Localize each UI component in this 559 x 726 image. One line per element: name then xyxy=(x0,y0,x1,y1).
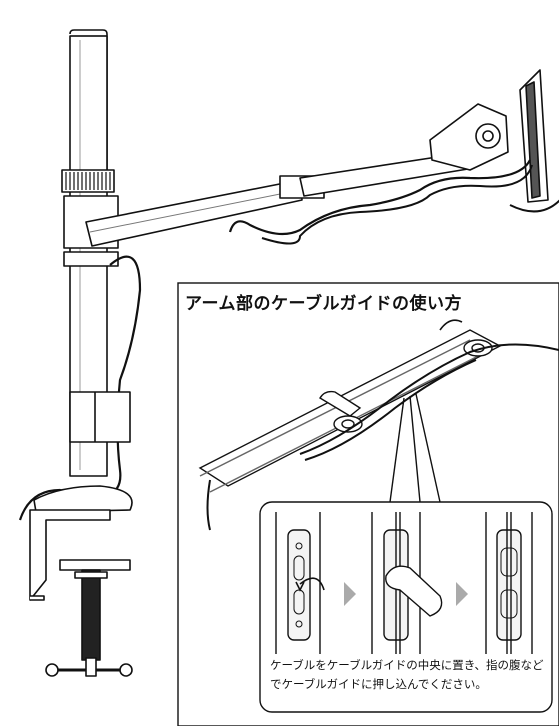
pole-cable-clip xyxy=(69,391,131,443)
step-1-guide xyxy=(275,512,325,654)
inset-title: アーム部のケーブルガイドの使い方 xyxy=(185,294,462,314)
height-collar xyxy=(61,169,115,193)
step-3-guide xyxy=(485,512,533,654)
finger-icon xyxy=(385,565,443,617)
inset-arm-closeup xyxy=(198,319,559,531)
step-arrow-2 xyxy=(456,582,468,606)
instruction-text: ケーブルをケーブルガイドの中央に置き、指の腹などでケーブルガイドに押し込んでくだ… xyxy=(270,658,544,691)
detail-steps-box xyxy=(259,501,553,713)
lower-arm xyxy=(85,179,303,247)
head-joint xyxy=(429,103,509,171)
monitor-arm xyxy=(18,29,559,677)
desk-clamp xyxy=(29,485,133,677)
step-2-guide xyxy=(371,512,443,654)
step-arrow-1 xyxy=(344,582,356,606)
